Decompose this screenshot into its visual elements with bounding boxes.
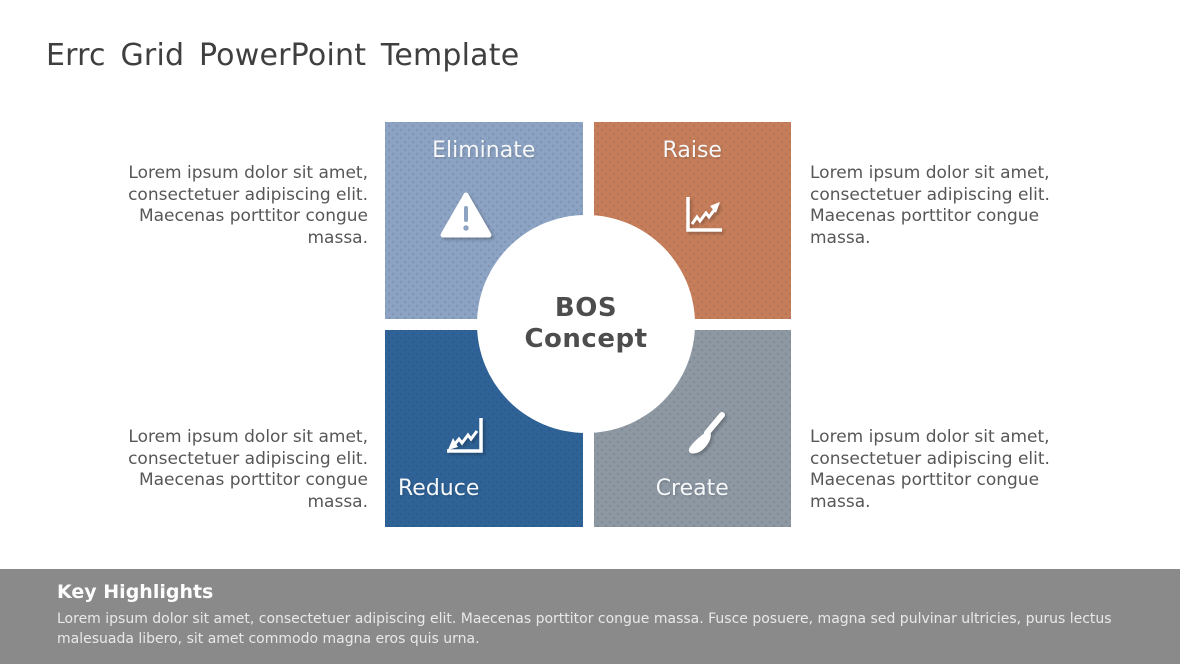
center-label-line2: Concept (524, 324, 648, 354)
description-top-left: Lorem ipsum dolor sit amet, consectetuer… (128, 163, 368, 248)
chart-declining-icon (444, 416, 486, 460)
center-label: BOS Concept (524, 293, 647, 355)
description-bottom-left: Lorem ipsum dolor sit amet, consectetuer… (128, 427, 368, 512)
paintbrush-icon (681, 410, 727, 464)
quadrant-label: Raise (662, 138, 722, 163)
quadrant-label: Create (655, 476, 729, 501)
quadrant-label: Eliminate (432, 138, 536, 163)
page-title: Errc Grid PowerPoint Template (46, 38, 520, 73)
chart-rising-icon (683, 195, 725, 239)
warning-triangle-icon (440, 192, 492, 242)
description-bottom-right: Lorem ipsum dolor sit amet, consectetuer… (810, 427, 1050, 512)
center-circle: BOS Concept (477, 215, 695, 433)
quadrant-label: Reduce (398, 476, 480, 501)
key-highlights-heading: Key Highlights (57, 581, 214, 603)
description-top-right: Lorem ipsum dolor sit amet, consectetuer… (810, 163, 1050, 248)
key-highlights-body: Lorem ipsum dolor sit amet, consectetuer… (57, 611, 1112, 647)
key-highlights-band: Key Highlights Lorem ipsum dolor sit ame… (0, 569, 1180, 664)
center-label-line1: BOS (554, 293, 618, 323)
